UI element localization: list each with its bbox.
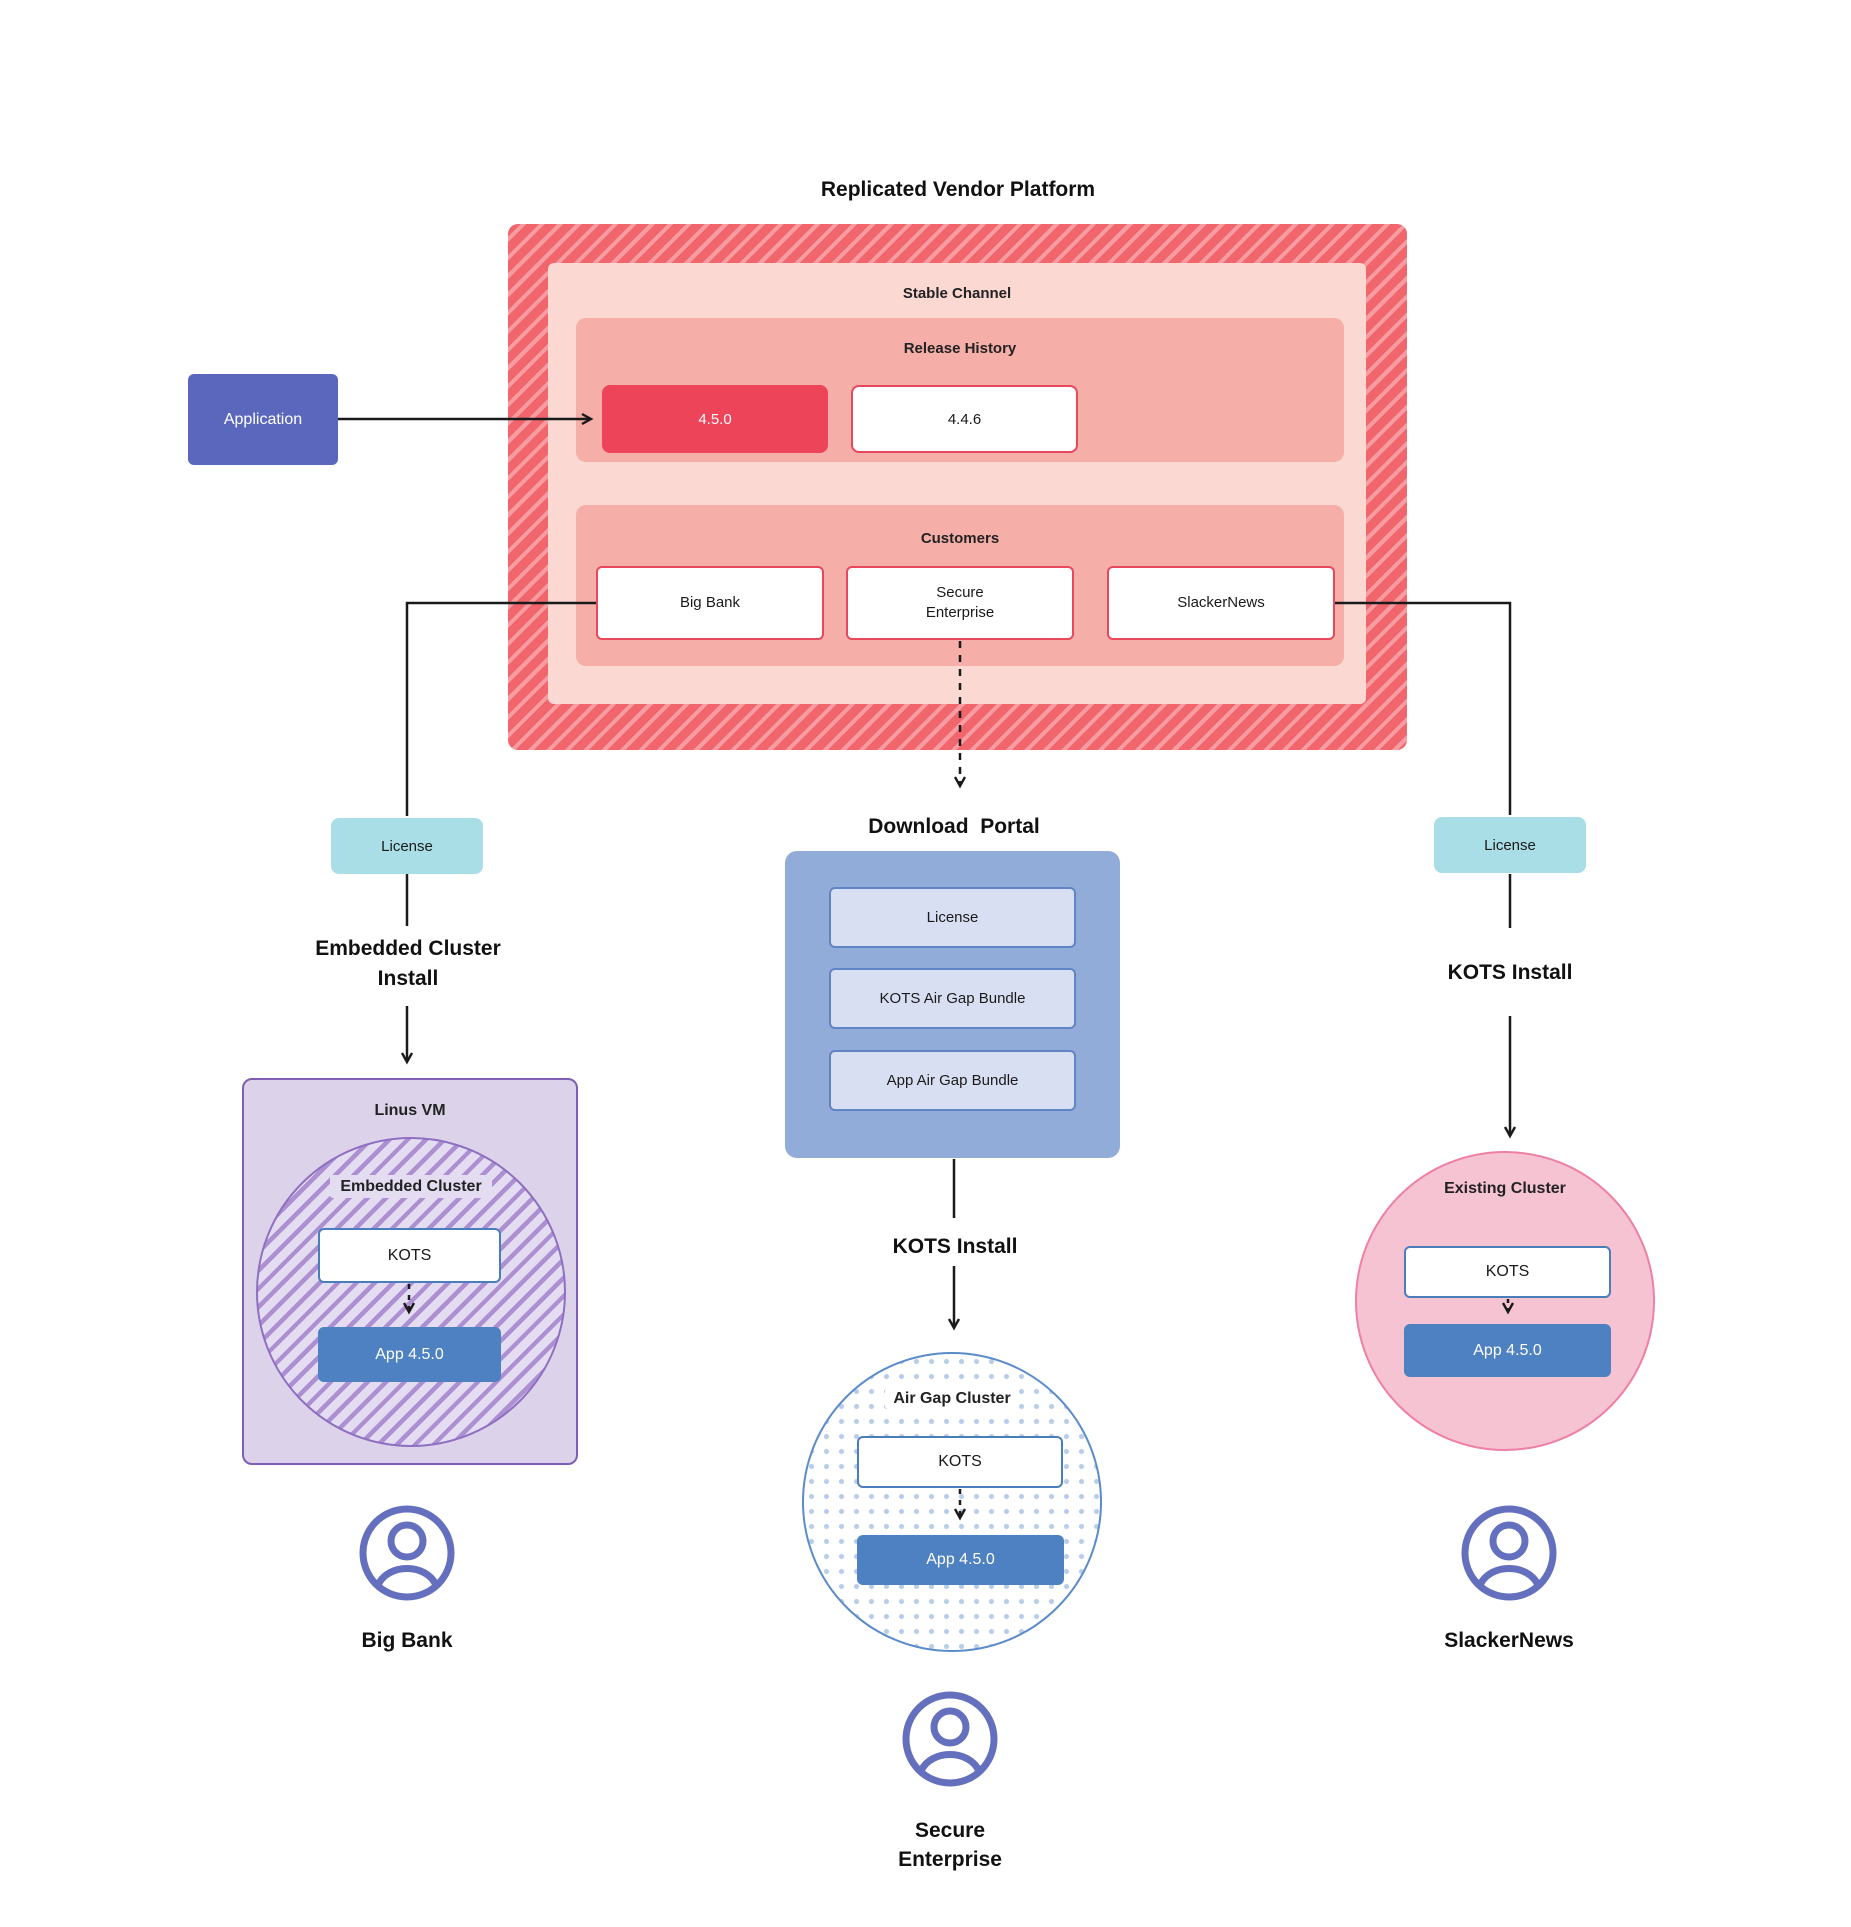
app-node-left: App 4.5.0 [318,1327,501,1382]
embedded-cluster-label: Embedded Cluster [276,1175,546,1198]
person-label-big-bank: Big Bank [361,1629,453,1652]
person-label-secure-enterprise: Secure Enterprise [898,1819,1002,1872]
person-icon [1461,1505,1557,1601]
person-label-slackernews: SlackerNews [1444,1629,1574,1652]
customer-slackernews: SlackerNews [1107,566,1335,640]
existing-cluster-circle [1355,1151,1655,1451]
kots-node-right: KOTS [1404,1246,1611,1298]
customers-label: Customers [920,530,1000,547]
person-icon [902,1691,998,1787]
stable-channel-label: Stable Channel [902,285,1012,302]
customer-big-bank: Big Bank [596,566,824,640]
release-history-label: Release History [903,340,1017,357]
linus-vm-label: Linus VM [374,1102,446,1119]
release-4-5-0: 4.5.0 [602,385,828,453]
download-portal-label: Download Portal [868,815,1040,838]
application-node: Application [188,374,338,465]
page-title: Replicated Vendor Platform [820,178,1096,201]
existing-cluster-label: Existing Cluster [1444,1180,1566,1197]
kots-node-left: KOTS [318,1228,501,1283]
portal-item-kots-airgap-bundle: KOTS Air Gap Bundle [829,968,1076,1029]
customer-secure-enterprise-label: Secure Enterprise [925,583,995,621]
kots-node-center: KOTS [857,1436,1063,1488]
embedded-cluster-install-label: Embedded Cluster Install [315,937,501,991]
kots-install-label-right: KOTS Install [1447,961,1573,984]
portal-item-license: License [829,887,1076,948]
air-gap-cluster-label: Air Gap Cluster [822,1388,1082,1409]
license-node-left: License [331,818,483,874]
portal-item-app-airgap-bundle: App Air Gap Bundle [829,1050,1076,1111]
customer-secure-enterprise: Secure Enterprise [846,566,1074,640]
app-node-right: App 4.5.0 [1404,1324,1611,1377]
customer-slackernews-label: SlackerNews [1177,593,1265,611]
kots-install-label-center: KOTS Install [892,1235,1018,1258]
app-node-center: App 4.5.0 [857,1535,1064,1585]
license-node-right: License [1434,817,1586,873]
customer-big-bank-label: Big Bank [679,593,741,611]
person-icon [359,1505,455,1601]
release-4-4-6: 4.4.6 [851,385,1078,453]
